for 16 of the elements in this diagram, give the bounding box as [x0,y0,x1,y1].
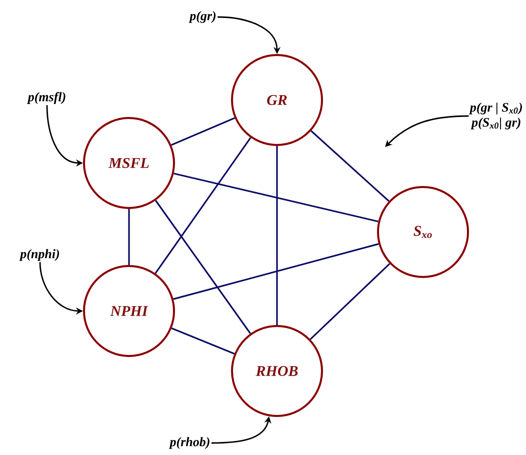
connector-line [155,200,251,334]
probability-label: p(msfl) [26,92,66,104]
connector-line [276,146,278,325]
connector-line [154,137,252,274]
probability-label: p(rhob) [168,437,210,449]
connector-line [310,130,390,202]
connector-line [171,328,235,354]
connector-line [174,172,378,222]
connector-line [173,243,379,300]
probability-label: p(nphi) [19,249,60,261]
probability-label: p(gr) [188,11,216,23]
connector-line [128,209,130,265]
connector-line [171,117,235,146]
curved-arrow [385,115,469,147]
connector-line [310,263,390,340]
probability-label: p(gr | S$_{x0}$) p(S$_{x0}$| gr) [468,102,522,130]
